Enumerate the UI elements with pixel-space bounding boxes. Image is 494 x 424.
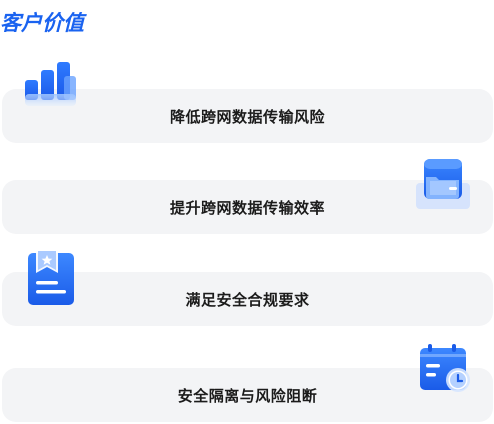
calendar-clock-icon bbox=[418, 344, 474, 398]
value-card-label: 降低跨网数据传输风险 bbox=[169, 107, 325, 126]
value-card-label: 安全隔离与风险阻断 bbox=[177, 386, 318, 405]
value-card-improve-efficiency: 提升跨网数据传输效率 bbox=[2, 180, 493, 234]
bar-chart-icon bbox=[23, 60, 79, 114]
bookmark-document-icon bbox=[26, 249, 78, 307]
page-title: 客户价值 bbox=[0, 11, 84, 35]
value-card-label: 提升跨网数据传输效率 bbox=[169, 198, 325, 217]
value-card-reduce-risk: 降低跨网数据传输风险 bbox=[2, 89, 493, 143]
value-card-label: 满足安全合规要求 bbox=[185, 290, 310, 309]
folder-icon bbox=[414, 157, 472, 211]
value-card-compliance: 满足安全合规要求 bbox=[2, 272, 493, 326]
value-card-isolation: 安全隔离与风险阻断 bbox=[2, 368, 493, 422]
